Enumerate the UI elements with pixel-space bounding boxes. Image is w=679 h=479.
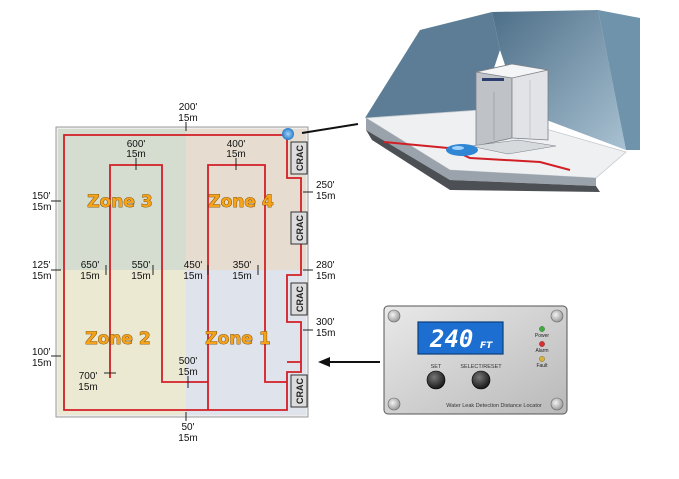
fault-led-icon	[539, 356, 545, 362]
distance-ticks	[51, 122, 313, 421]
locator-arrow	[318, 357, 380, 367]
distance-700-ft: 700'	[79, 371, 98, 382]
distance-125-m: 15m	[32, 271, 51, 282]
distance-150-m: 15m	[32, 202, 51, 213]
set-button[interactable]	[426, 370, 446, 390]
select-reset-button[interactable]	[471, 370, 491, 390]
set-button-label: SET	[431, 364, 442, 370]
distance-250-ft: 250'	[316, 180, 335, 191]
distance-125-ft: 125'	[32, 260, 51, 271]
crac-label: CRAC	[295, 378, 305, 404]
display-value: 240	[429, 325, 473, 353]
floor-edge	[366, 118, 596, 186]
crac-unit: CRAC	[290, 211, 308, 245]
power-led-label: Power	[535, 333, 550, 339]
leak-spot	[282, 128, 294, 140]
distance-locator-panel: 240 FT Power Alarm Fault SET SELECT/RESE…	[383, 305, 568, 415]
display-unit: FT	[480, 341, 493, 351]
distance-280-ft: 280'	[316, 260, 335, 271]
arrow-head-icon	[318, 357, 330, 367]
crac-unit: CRAC	[290, 141, 308, 175]
screw-icon	[550, 309, 564, 323]
power-led-icon	[539, 326, 545, 332]
zone-1-label: Zone 1	[205, 329, 270, 349]
distance-500-ft: 500'	[179, 356, 198, 367]
room-leak-puddle	[446, 144, 478, 156]
distance-280-m: 15m	[316, 271, 335, 282]
zone-4-area	[186, 129, 306, 270]
distance-50-m: 15m	[178, 433, 197, 444]
crac-unit: CRAC	[290, 374, 308, 408]
select-reset-button-label: SELECT/RESET	[460, 364, 502, 370]
distance-350-ft: 350'	[233, 260, 252, 271]
distance-300-m: 15m	[316, 328, 335, 339]
distance-350-m: 15m	[232, 271, 251, 282]
crac-label: CRAC	[295, 145, 305, 171]
distance-labels: 200' 15m 600' 15m 400' 15m 150' 15m 250'…	[32, 102, 335, 444]
crac-unit: CRAC	[290, 282, 308, 316]
room-wall-back	[492, 10, 626, 150]
distance-650-m: 15m	[80, 271, 99, 282]
zone-3-label: Zone 3	[87, 192, 152, 212]
distance-450-ft: 450'	[184, 260, 203, 271]
screw-icon	[550, 397, 564, 411]
distance-100-m: 15m	[32, 358, 51, 369]
distance-150-ft: 150'	[32, 191, 51, 202]
crac-label: CRAC	[295, 215, 305, 241]
distance-display	[417, 321, 504, 355]
room-illustration	[364, 10, 640, 192]
distance-550-m: 15m	[131, 271, 150, 282]
distance-550-ft: 550'	[132, 260, 151, 271]
alarm-led-icon	[539, 341, 545, 347]
distance-600-m: 15m	[126, 149, 145, 160]
distance-100-ft: 100'	[32, 347, 51, 358]
distance-200-ft: 200'	[179, 102, 198, 113]
distance-300-ft: 300'	[316, 317, 335, 328]
device-name: Water Leak Detection Distance Locator	[446, 403, 542, 409]
floor-plan: CRAC CRAC CRAC CRAC Zone 3 Zone 4 Zone 2…	[32, 102, 335, 444]
zone-1-area	[186, 270, 306, 415]
distance-250-m: 15m	[316, 191, 335, 202]
distance-400-ft: 400'	[227, 139, 246, 150]
room-pointer-line	[301, 123, 359, 134]
room-leak-highlight	[452, 146, 464, 150]
distance-200-m: 15m	[178, 113, 197, 124]
distance-50-ft: 50'	[181, 422, 194, 433]
fault-led-label: Fault	[536, 363, 548, 369]
screw-icon	[387, 397, 401, 411]
zone-2-label: Zone 2	[85, 329, 150, 349]
alarm-led-label: Alarm	[535, 348, 548, 354]
crac-label: CRAC	[295, 286, 305, 312]
distance-400-m: 15m	[226, 149, 245, 160]
crac-cabinet	[469, 63, 557, 155]
distance-650-ft: 650'	[81, 260, 100, 271]
zone-2-area	[58, 270, 186, 415]
distance-500-m: 15m	[178, 367, 197, 378]
room-wall-right	[598, 10, 640, 150]
distance-450-m: 15m	[183, 271, 202, 282]
zone-4-label: Zone 4	[208, 192, 274, 212]
room-wall-left	[365, 12, 500, 118]
screw-icon	[387, 309, 401, 323]
leak-detection-cable	[63, 134, 302, 411]
room-cable	[383, 141, 571, 171]
distance-700-m: 15m	[78, 382, 97, 393]
zone-3-area	[58, 129, 186, 270]
floor-void	[366, 130, 600, 192]
distance-600-ft: 600'	[127, 139, 146, 150]
